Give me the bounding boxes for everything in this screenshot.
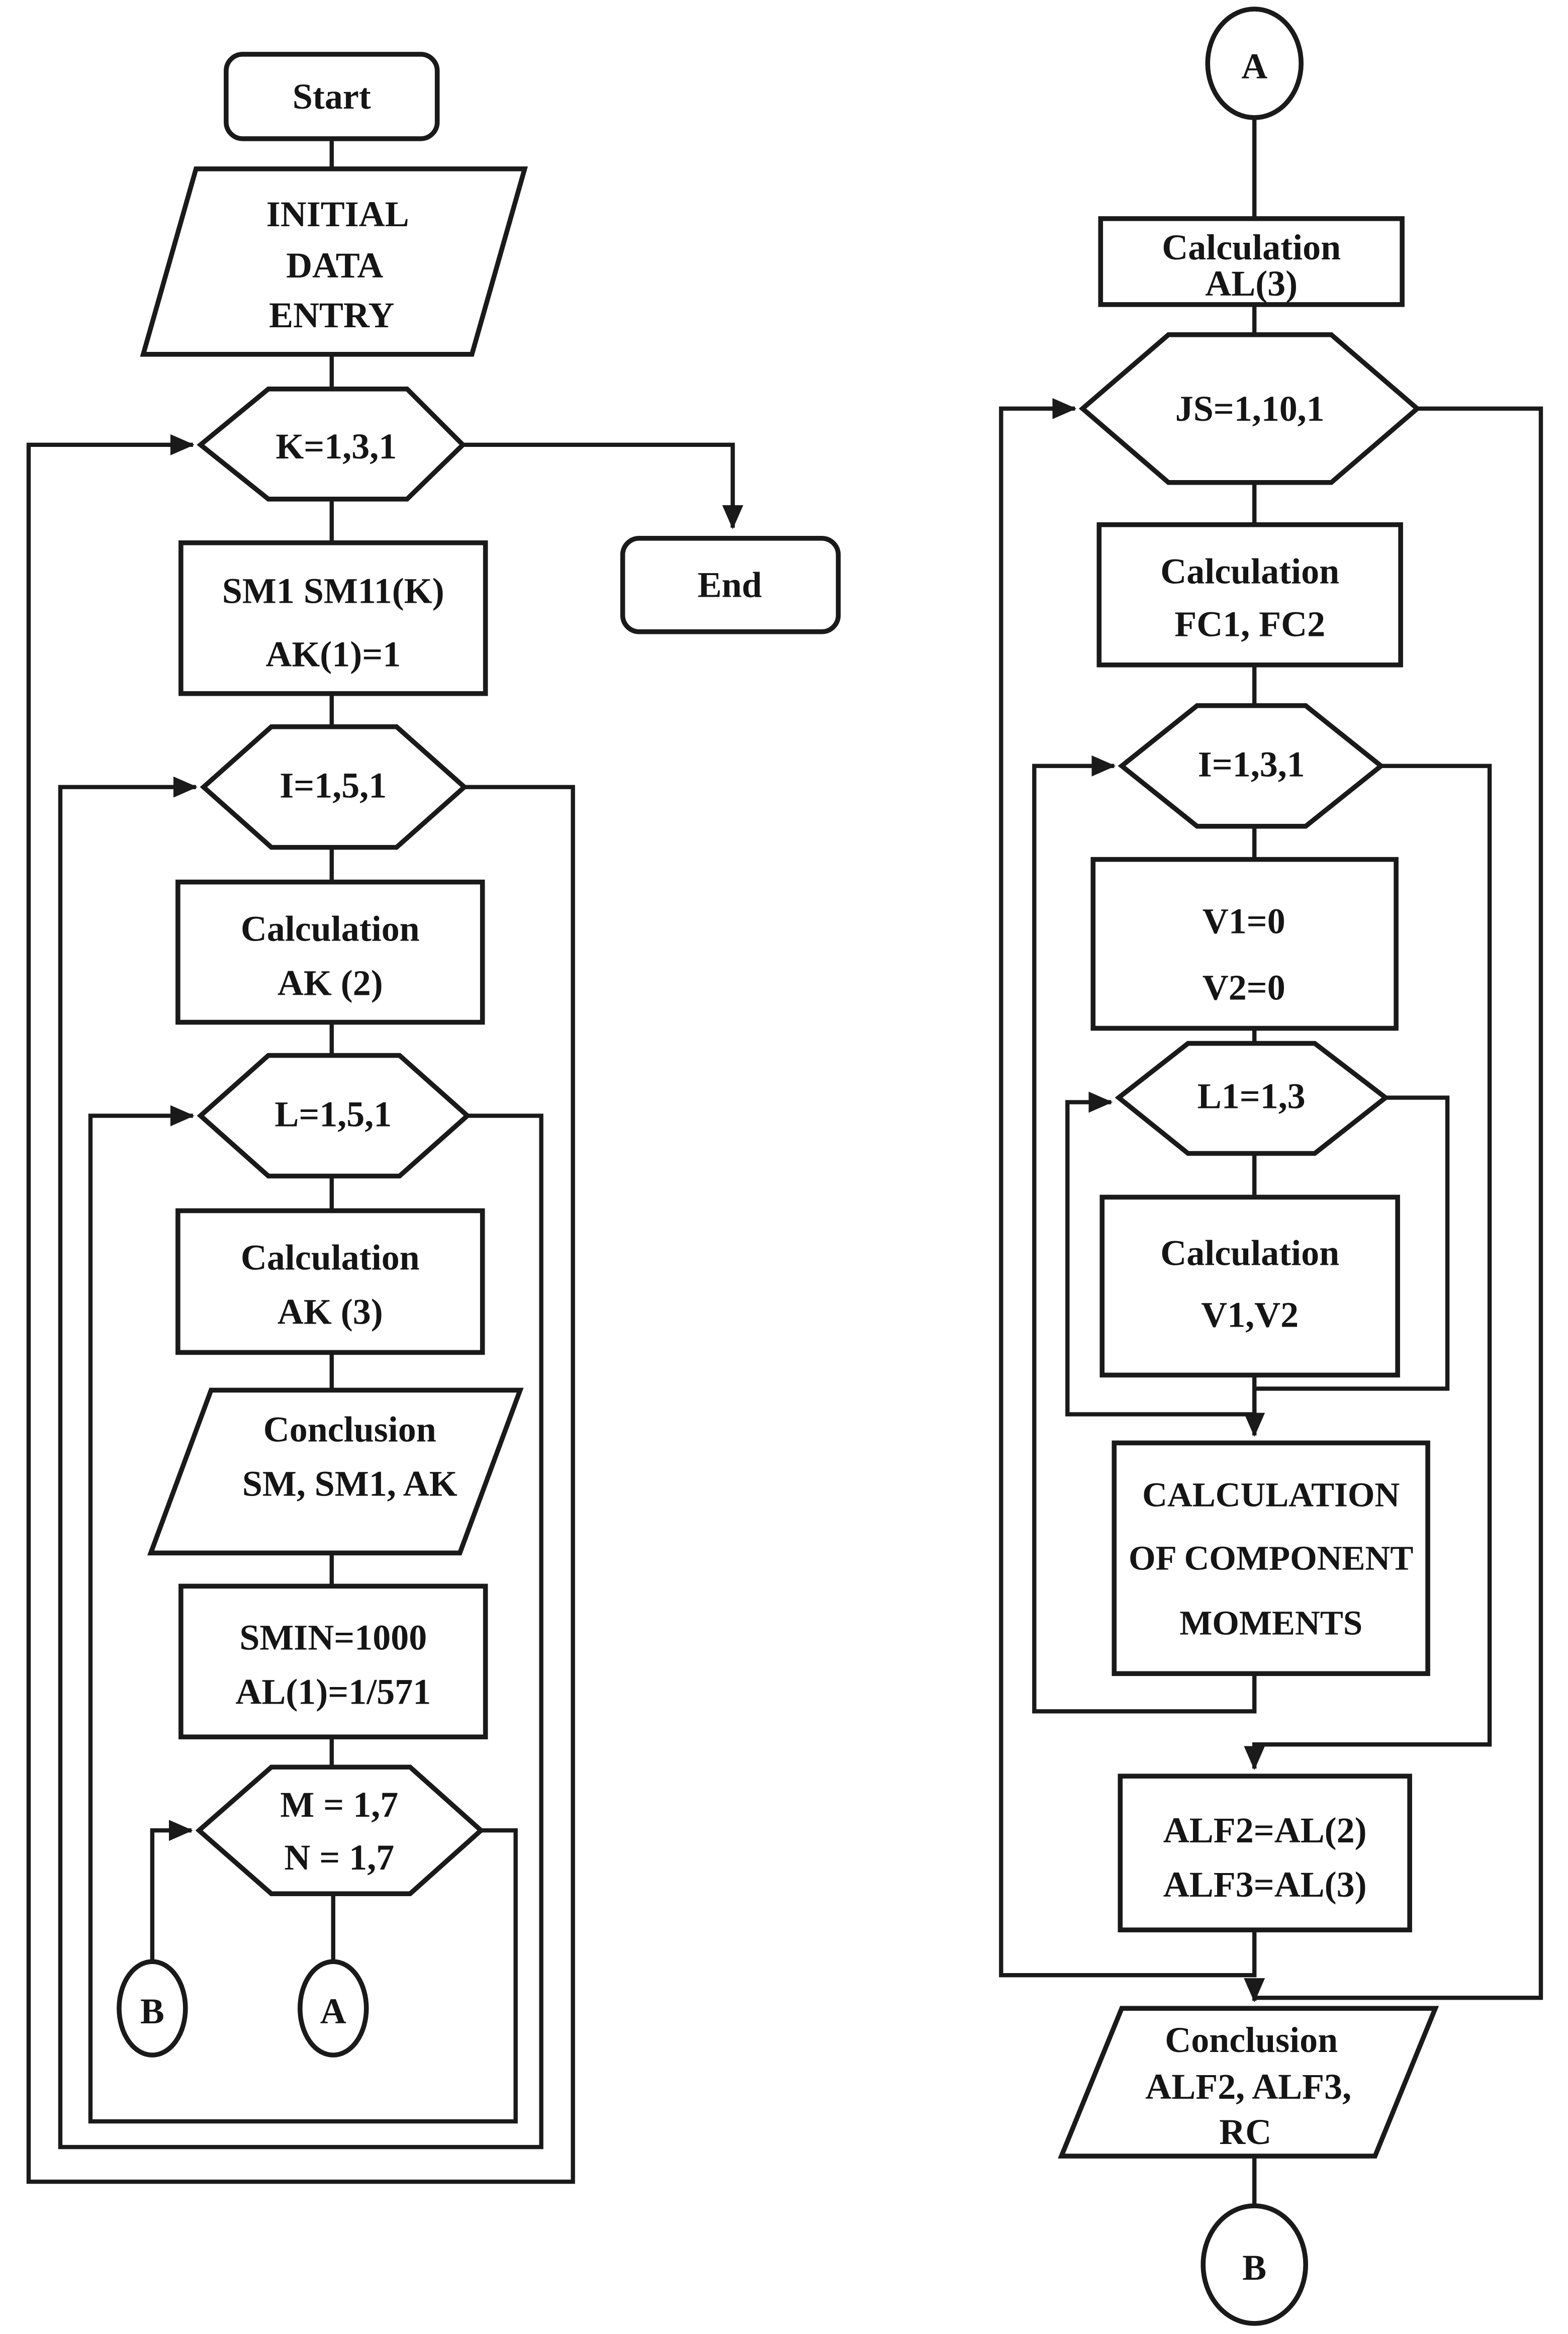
connector-a2-label: A [1241, 46, 1267, 86]
loop-hexagon-js [1078, 332, 1421, 485]
conclusion1-line-1: Conclusion [263, 1409, 436, 1449]
connector-circle-a [298, 1959, 369, 2058]
edge-iloop-exit-to-kloop [26, 434, 575, 2184]
process-alf [1118, 1773, 1412, 1932]
shapes [117, 7, 1439, 2326]
edge-iloop2-exit-to-alf [1244, 764, 1492, 1770]
process-smin [178, 1583, 488, 1740]
ak3-line-2: AK (3) [278, 1291, 383, 1332]
process-fc [1096, 522, 1403, 668]
i-loop2-label: I=1,3,1 [1198, 744, 1305, 785]
terminator-end [620, 535, 841, 634]
i-loop-label: I=1,5,1 [280, 766, 387, 806]
process-al3 [1098, 216, 1405, 307]
start-label: Start [293, 76, 371, 117]
edge-alf-back-to-jsloop [999, 398, 1257, 1978]
fc-line-1: Calculation [1160, 551, 1339, 592]
edge-connector-b-to-mnloop [150, 1820, 193, 1960]
connector-b-label: B [140, 1991, 164, 2031]
edge-jsloop-exit-to-conclusion2 [1244, 406, 1543, 2003]
smin-line-1: SMIN=1000 [239, 1617, 427, 1657]
connector-circle-b2 [1201, 2203, 1308, 2326]
process-sm1 [178, 540, 488, 696]
loop-hexagon-l1 [1115, 1041, 1390, 1156]
v-line-2: V2=0 [1203, 968, 1285, 1008]
k-loop-label: K=1,3,1 [275, 426, 397, 466]
io-initial-data-entry [140, 166, 528, 357]
loop-hexagon-i2 [1118, 703, 1385, 829]
connector-b2-label: B [1242, 2248, 1266, 2288]
conclusion2-line-3: RC [1219, 2112, 1271, 2152]
loop-hexagon-l [197, 1053, 471, 1179]
sm1-line-2: AK(1)=1 [265, 634, 401, 675]
moments-line-2: OF COMPONENT [1129, 1539, 1413, 1577]
initial-line-2: DATA [286, 245, 383, 286]
initial-line-1: INITIAL [266, 194, 409, 234]
edge-mnloop-exit-to-lloop [88, 1105, 518, 2124]
mn-loop-line-1: M = 1,7 [280, 1785, 398, 1825]
js-loop-label: JS=1,10,1 [1175, 389, 1325, 429]
process-v [1090, 857, 1399, 1031]
ak3-line-1: Calculation [241, 1237, 420, 1277]
moments-line-3: MOMENTS [1179, 1604, 1362, 1642]
connectors [26, 117, 1543, 2206]
mn-loop-line-2: N = 1,7 [284, 1837, 394, 1878]
v-line-1: V1=0 [1203, 901, 1285, 942]
connector-circle-b [117, 1959, 188, 2058]
process-ak3 [175, 1208, 485, 1355]
l1-loop-label: L1=1,3 [1197, 1076, 1306, 1116]
al3-line-1: Calculation [1162, 227, 1341, 267]
alf-line-2: ALF3=AL(3) [1163, 1864, 1367, 1905]
initial-line-3: ENTRY [269, 295, 394, 335]
ak2-line-2: AK (2) [278, 963, 383, 1003]
edge-l1loop-exit-to-moments [1244, 1095, 1450, 1437]
loop-hexagon-mn [195, 1764, 485, 1896]
process-cv [1099, 1194, 1400, 1378]
conclusion2-line-1: Conclusion [1165, 2020, 1338, 2060]
edge-kloop-exit-to-end [463, 442, 744, 529]
cv-line-1: Calculation [1160, 1233, 1339, 1273]
moments-line-1: CALCULATION [1142, 1475, 1400, 1514]
conclusion1-line-2: SM, SM1, AK [242, 1463, 457, 1504]
io-conclusion-alf [1058, 2006, 1439, 2159]
process-moments [1112, 1440, 1430, 1676]
loop-hexagon-k [197, 387, 467, 502]
edge-lloop-exit-to-iloop [58, 776, 543, 2150]
connector-circle-a2 [1205, 7, 1304, 120]
labels: Start INITIAL DATA ENTRY K=1,3,1 End SM1… [140, 46, 1413, 2288]
loop-hexagon-i [200, 724, 468, 850]
ak2-line-1: Calculation [241, 909, 420, 949]
conclusion2-line-2: ALF2, ALF3, [1145, 2067, 1351, 2107]
alf-line-1: ALF2=AL(2) [1163, 1810, 1367, 1850]
fc-line-2: FC1, FC2 [1174, 604, 1325, 644]
connector-a-label: A [320, 1991, 346, 2031]
l-loop-label: L=1,5,1 [274, 1094, 392, 1135]
terminator-start [224, 52, 440, 141]
edge-moments-back-to-iloop2 [1032, 755, 1257, 1714]
io-conclusion-sm [147, 1387, 524, 1556]
al3-line-2: AL(3) [1205, 263, 1298, 304]
cv-line-2: V1,V2 [1201, 1294, 1299, 1335]
sm1-line-1: SM1 SM11(K) [222, 571, 444, 611]
process-ak2 [175, 879, 485, 1025]
smin-line-2: AL(1)=1/571 [235, 1671, 431, 1712]
end-label: End [698, 565, 762, 605]
